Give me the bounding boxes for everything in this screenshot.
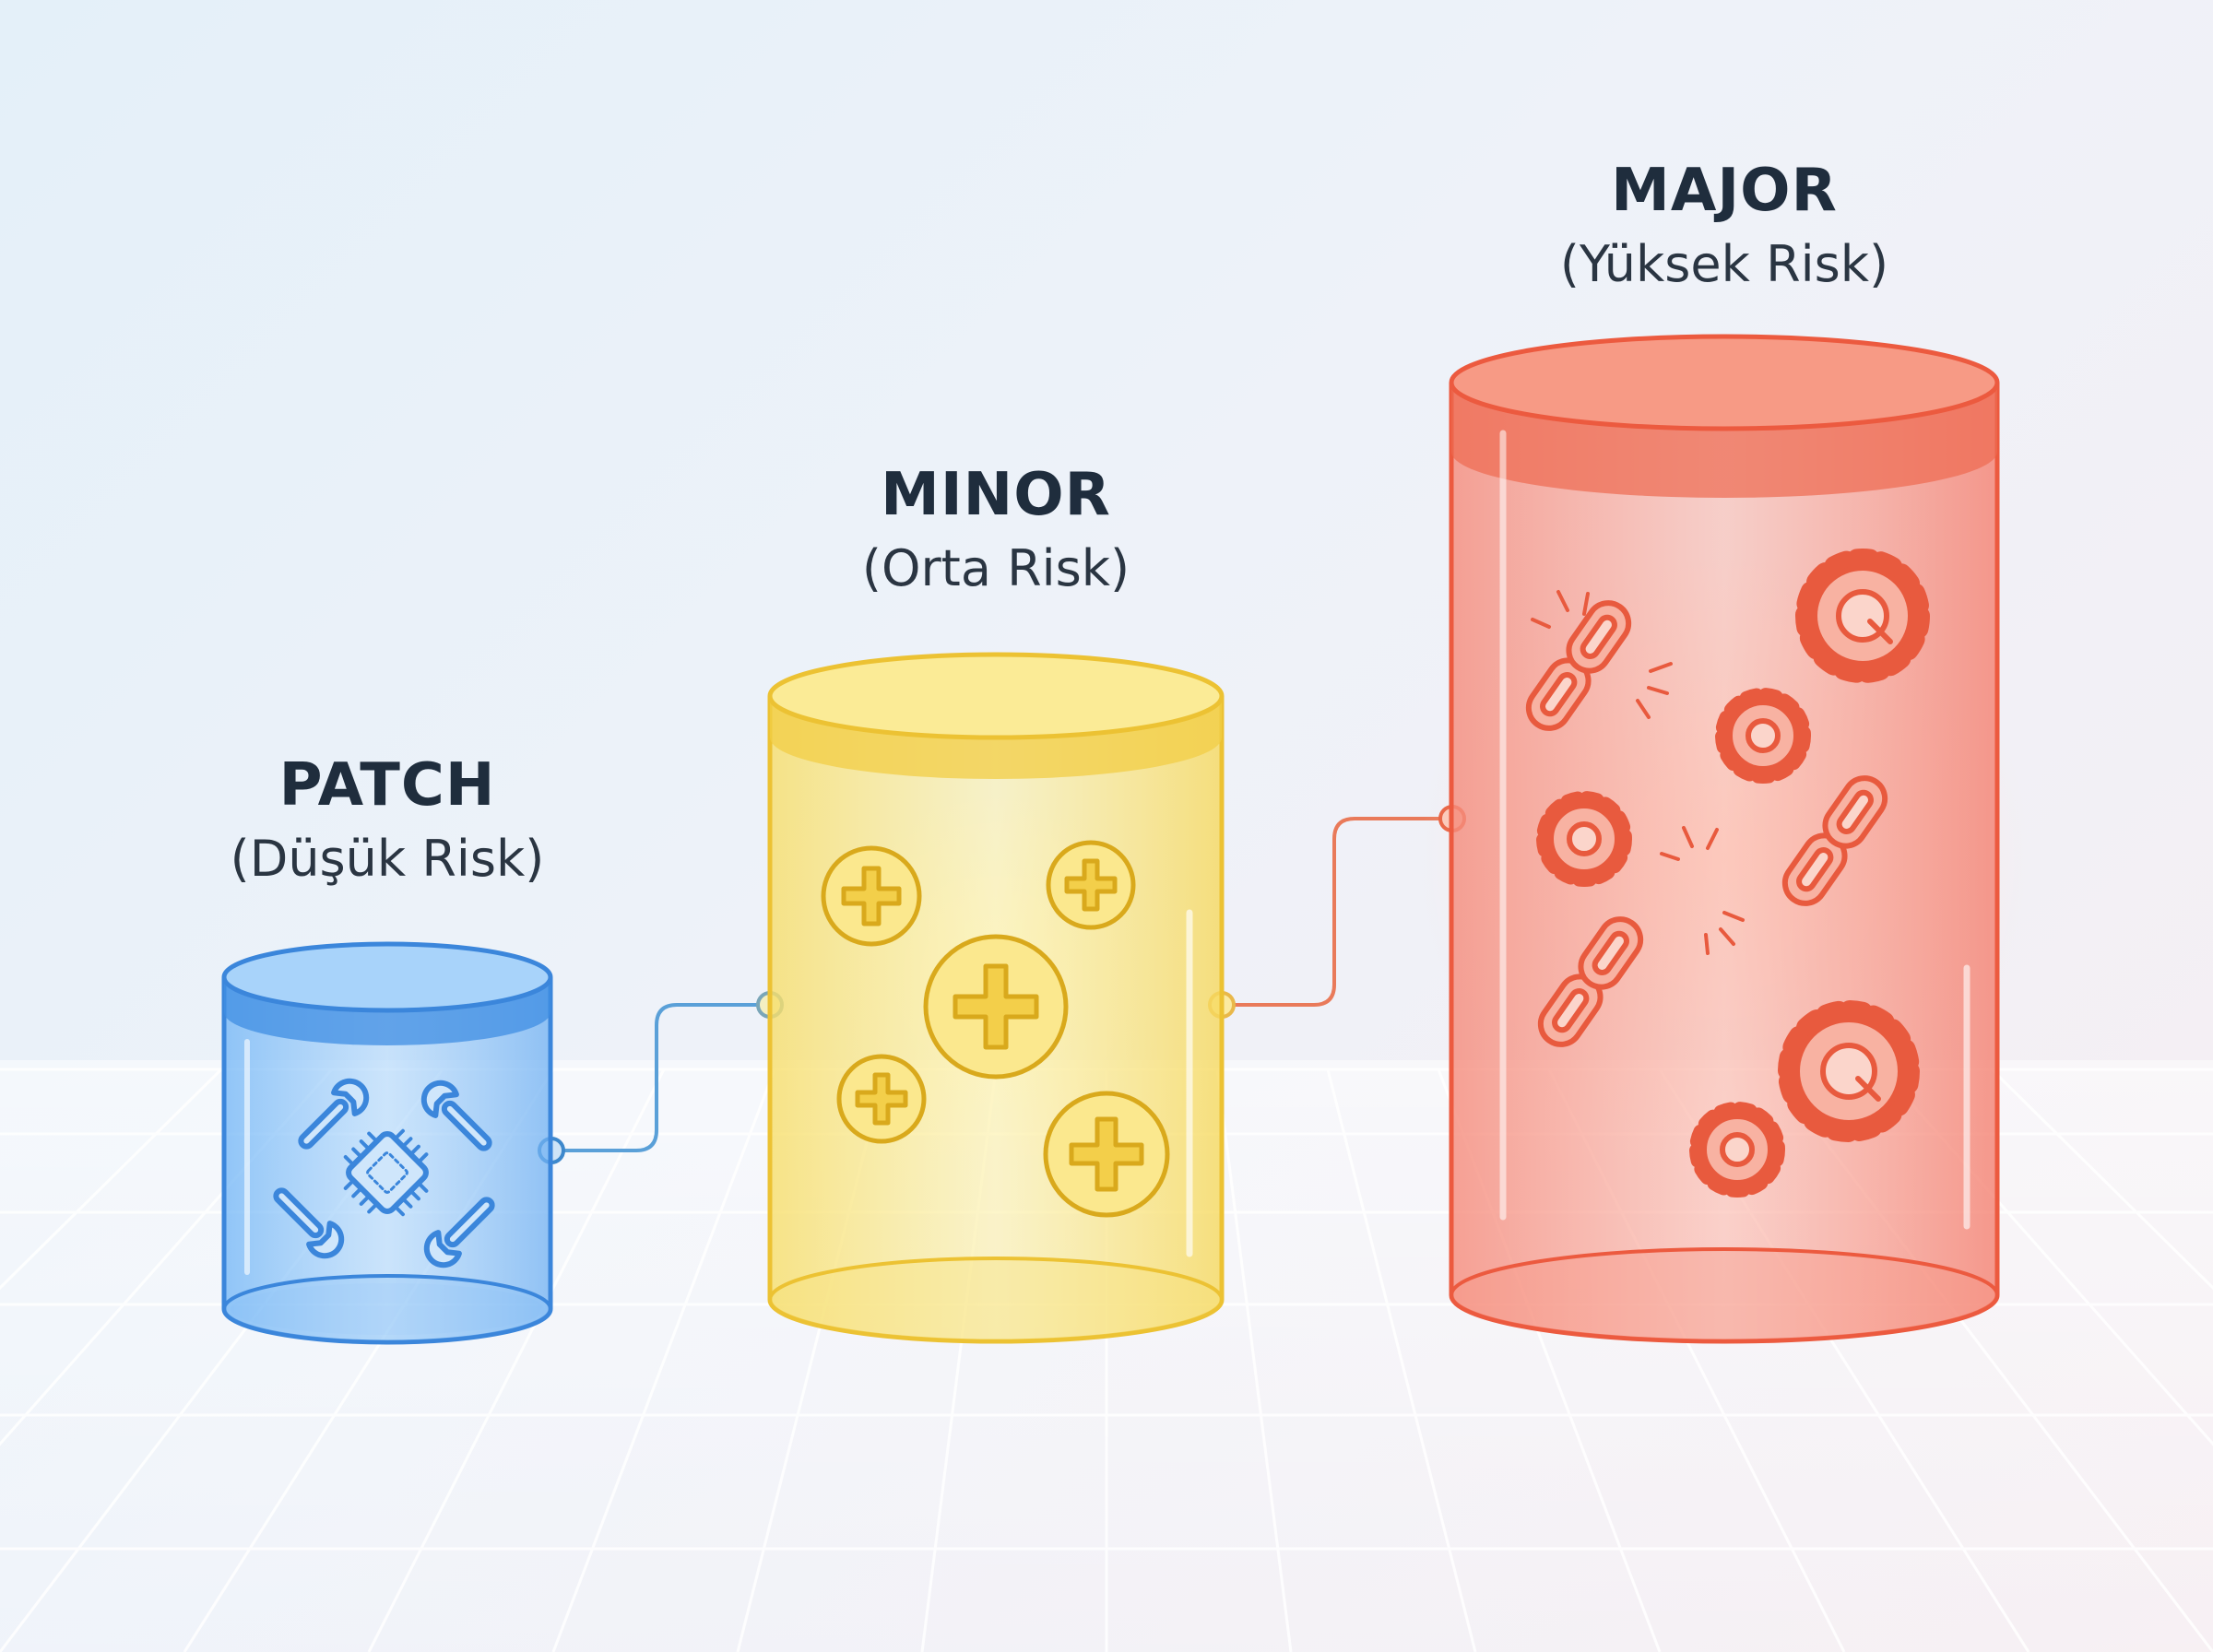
label-minor-subtitle: (Orta Risk) [861,539,1130,597]
label-major-title: MAJOR [1611,157,1838,225]
cylinder-major [1420,334,2029,1344]
cylinder-minor [767,652,1225,1344]
label-patch-subtitle: (Düşük Risk) [230,830,545,888]
label-minor-title: MINOR [881,461,1111,529]
plus-circle-icon [821,840,1170,1218]
label-major-subtitle: (Yüksek Risk) [1559,235,1889,293]
cylinder-patch [221,941,553,1345]
wrench-chip-icon [273,1078,495,1268]
label-patch-title: PATCH [278,751,496,820]
broken-chain-gear-icon [1525,549,1930,1198]
